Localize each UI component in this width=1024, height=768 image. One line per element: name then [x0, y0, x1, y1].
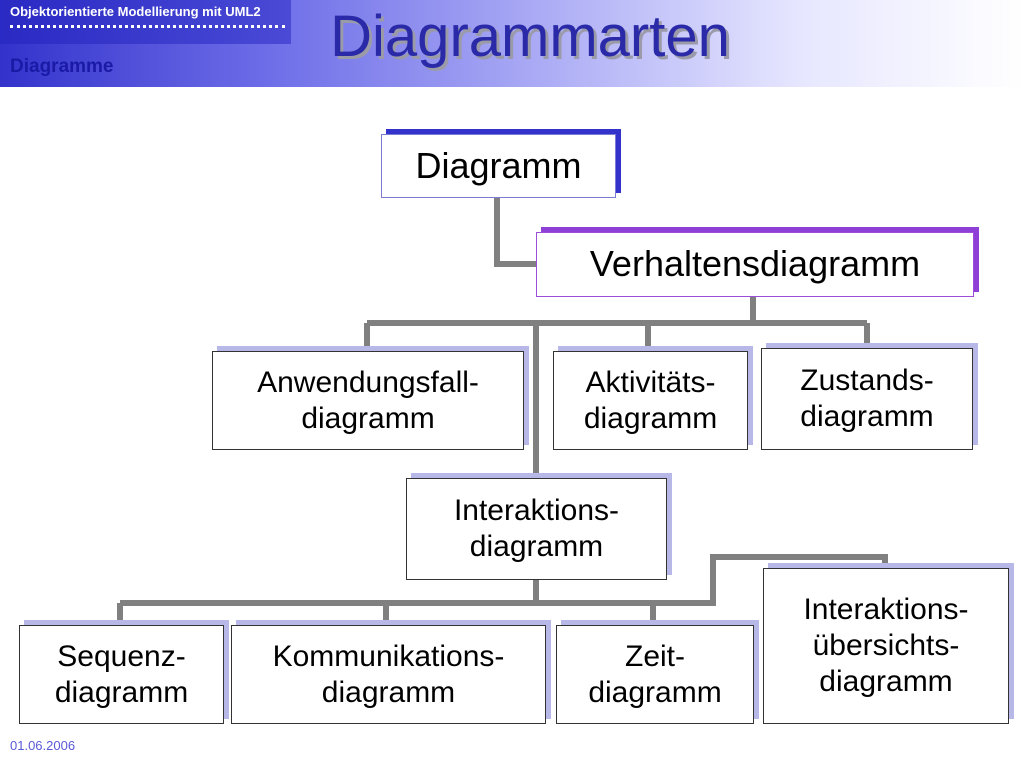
node-zeit-line-2: diagramm: [588, 675, 722, 709]
node-diagramm-label: Diagramm: [415, 144, 582, 186]
course-label-box: Objektorientierte Modellierung mit UML2: [0, 0, 291, 44]
node-interaktionsuebersichtsdiagramm: Interaktions- übersichts- diagramm: [763, 568, 1009, 724]
node-zeit-line-1: Zeit-: [625, 639, 685, 673]
node-zustand-line-1: Zustands-: [800, 364, 934, 398]
node-kommunikationsdiagramm: Kommunikations- diagramm: [231, 625, 546, 724]
node-uebersicht-line-1: Interaktions-: [803, 593, 969, 627]
node-diagramm: Diagramm: [381, 134, 616, 198]
node-zeitdiagramm: Zeit- diagramm: [556, 625, 754, 724]
node-sequenz-line-2: diagramm: [54, 675, 189, 709]
node-anwendungsfalldiagramm: Anwendungsfall- diagramm: [212, 351, 524, 450]
node-kommunikation-line-1: Kommunikations-: [272, 639, 505, 673]
node-verhaltensdiagramm: Verhaltensdiagramm: [536, 232, 974, 297]
node-sequenzdiagramm: Sequenz- diagramm: [19, 625, 224, 724]
node-uebersicht-line-2: übersichts-: [812, 629, 960, 663]
section-title: Diagramme: [10, 56, 114, 77]
node-zustand-line-2: diagramm: [800, 400, 934, 433]
node-aktivitaet-line-1: Aktivitäts-: [585, 365, 716, 399]
connector-diagramm-verhalten: [494, 197, 536, 267]
node-zustandsdiagramm: Zustands- diagramm: [761, 348, 973, 450]
node-sequenz-line-1: Sequenz-: [57, 639, 186, 673]
node-aktivitaet-line-2: diagramm: [583, 401, 718, 435]
node-anwendungsfall-line-1: Anwendungsfall-: [257, 365, 479, 399]
course-title: Objektorientierte Modellierung mit UML2: [10, 4, 261, 19]
node-uebersicht-line-3: diagramm: [819, 664, 953, 698]
node-kommunikation-line-2: diagramm: [321, 675, 456, 709]
slide-title: Diagrammarten: [330, 4, 730, 69]
header-banner: Objektorientierte Modellierung mit UML2 …: [0, 0, 1024, 87]
footer-date: 01.06.2006: [10, 738, 76, 753]
node-interaktionsdiagramm: Interaktions- diagramm: [406, 478, 667, 580]
dotted-divider: [10, 25, 285, 28]
node-aktivitaetsdiagramm: Aktivitäts- diagramm: [553, 351, 748, 450]
node-anwendungsfall-line-2: diagramm: [301, 401, 435, 435]
node-interaktion-line-1: Interaktions-: [453, 494, 620, 528]
connector-interaktion-children-bus: [120, 554, 888, 606]
node-interaktion-line-2: diagramm: [469, 530, 604, 563]
node-verhaltensdiagramm-label: Verhaltensdiagramm: [589, 243, 921, 285]
